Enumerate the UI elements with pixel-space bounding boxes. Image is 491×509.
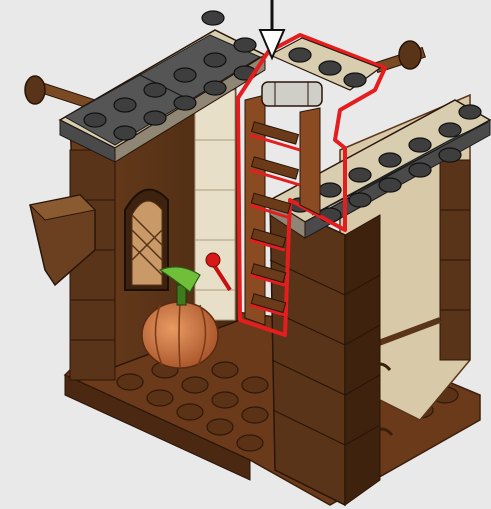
arched-window — [125, 190, 168, 290]
